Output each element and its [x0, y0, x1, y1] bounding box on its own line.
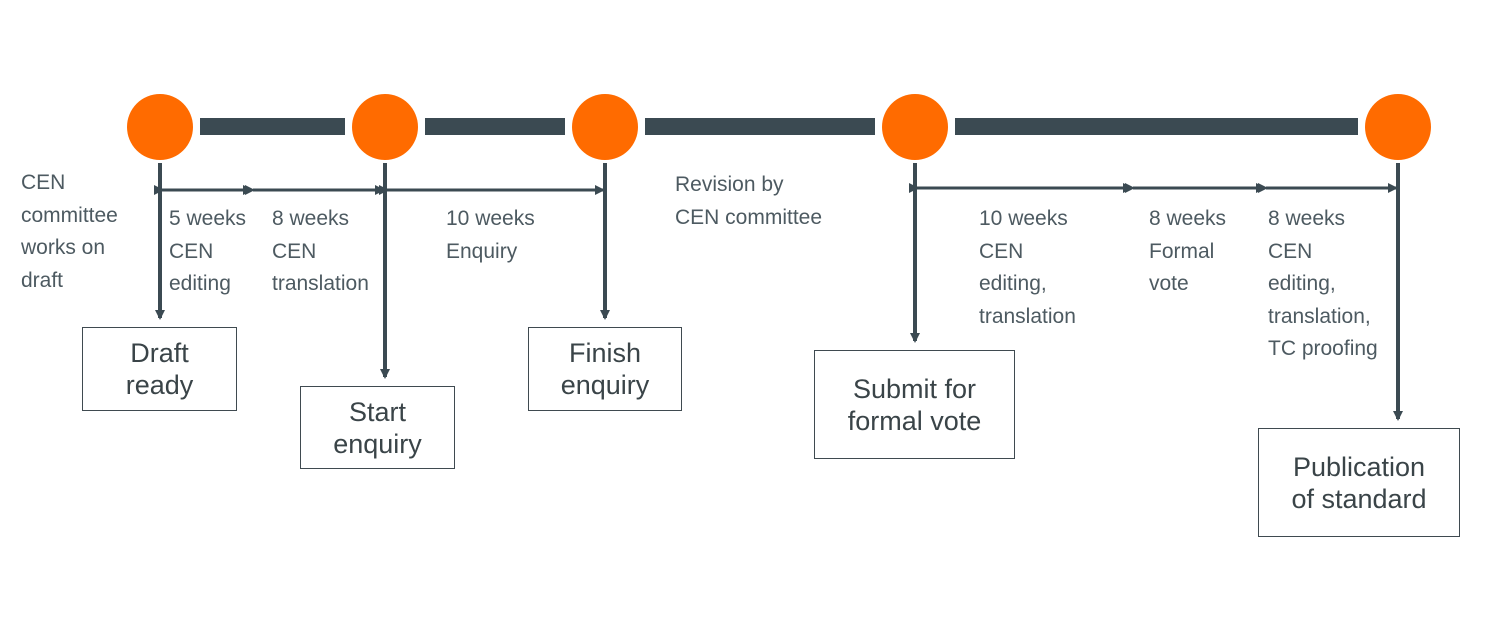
- box-line: Publication: [1292, 451, 1426, 482]
- note-cen-committee: CEN committee works on draft: [21, 167, 118, 297]
- timeline-bars: [200, 118, 1358, 135]
- note-line: CEN committee: [675, 205, 823, 229]
- duration-line: CEN: [272, 239, 317, 263]
- timeline-bar-2: [425, 118, 565, 135]
- milestone-box-label: Finish enquiry: [561, 337, 650, 401]
- duration-line: 8 weeks: [272, 207, 350, 230]
- duration-line: 10 weeks: [446, 207, 535, 230]
- duration-label-4: 10 weeks CEN editing, translation: [979, 203, 1076, 333]
- duration-line: Formal: [1149, 239, 1215, 263]
- duration-label-1: 5 weeks CEN editing: [169, 203, 246, 301]
- milestone-circle-5: [1365, 94, 1431, 160]
- timeline-bar-3: [645, 118, 875, 135]
- milestone-box-label: Submit for formal vote: [848, 373, 982, 437]
- milestone-circle-1: [127, 94, 193, 160]
- duration-line: editing,: [979, 272, 1047, 295]
- milestone-circle-3: [572, 94, 638, 160]
- note-line: Revision by: [675, 173, 784, 196]
- milestone-box-label: Draft ready: [126, 337, 194, 401]
- duration-line: editing: [169, 272, 231, 295]
- milestone-box-publication: Publication of standard: [1258, 428, 1460, 537]
- note-line: committee: [21, 203, 118, 227]
- box-line: Draft: [130, 338, 189, 368]
- box-line: Start: [348, 396, 407, 427]
- duration-line: CEN: [169, 239, 214, 263]
- duration-line: translation: [272, 272, 369, 295]
- duration-line: 8 weeks: [1149, 207, 1227, 230]
- duration-line: translation: [979, 304, 1076, 328]
- duration-arrows: [154, 183, 1398, 195]
- duration-line: CEN: [1268, 239, 1313, 263]
- duration-label-6: 8 weeks CEN editing, translation, TC pro…: [1268, 203, 1378, 366]
- milestone-box-finish-enquiry: Finish enquiry: [528, 327, 682, 411]
- box-line: Finish: [568, 338, 642, 368]
- timeline-bar-4: [955, 118, 1358, 135]
- milestone-box-label: Publication of standard: [1291, 451, 1426, 515]
- milestone-circles: [127, 94, 1431, 160]
- box-line: of standard: [1291, 483, 1427, 514]
- duration-line: 5 weeks: [169, 207, 247, 230]
- box-line: ready: [125, 370, 194, 400]
- duration-line: CEN: [979, 239, 1024, 263]
- duration-label-2: 8 weeks CEN translation: [272, 203, 369, 301]
- duration-line: TC proofing: [1268, 337, 1378, 360]
- duration-line: vote: [1149, 272, 1189, 295]
- duration-label-3: 10 weeks Enquiry: [446, 203, 535, 268]
- box-line: enquiry: [333, 428, 422, 459]
- milestone-circle-4: [882, 94, 948, 160]
- duration-line: 10 weeks: [979, 207, 1068, 230]
- timeline-bar-1: [200, 118, 345, 135]
- duration-line: translation,: [1268, 304, 1371, 328]
- duration-label-5: 8 weeks Formal vote: [1149, 203, 1226, 301]
- box-line: formal vote: [847, 405, 982, 436]
- box-line: enquiry: [560, 370, 650, 400]
- milestone-box-draft-ready: Draft ready: [82, 327, 237, 411]
- milestone-box-start-enquiry: Start enquiry: [300, 386, 455, 469]
- duration-line: Enquiry: [446, 239, 518, 263]
- milestone-circle-2: [352, 94, 418, 160]
- duration-line: editing,: [1268, 272, 1336, 295]
- milestone-box-submit-formal-vote: Submit for formal vote: [814, 350, 1015, 459]
- note-revision: Revision by CEN committee: [675, 169, 822, 234]
- duration-line: 8 weeks: [1268, 207, 1346, 230]
- milestone-box-label: Start enquiry: [333, 396, 422, 460]
- note-line: draft: [21, 268, 64, 292]
- box-line: Submit for: [852, 373, 977, 404]
- note-line: works on: [21, 236, 106, 259]
- note-line: CEN: [21, 171, 66, 194]
